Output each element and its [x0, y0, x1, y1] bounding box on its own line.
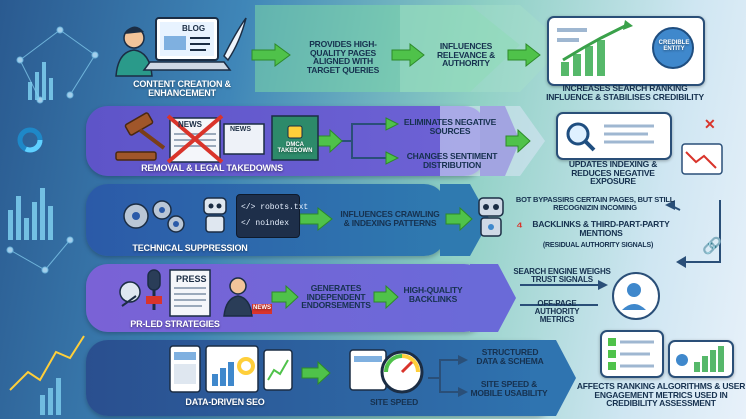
row1-outcome: Increases search ranking influence & sta…: [546, 83, 704, 102]
credible-entity-monitor: CREDIBLE ENTITY: [547, 16, 705, 86]
row4-right-1: Search engine weighs trust signals: [513, 267, 611, 284]
pr-icons: PRESS NEWS: [112, 266, 272, 318]
row1-step-2: Influences relevance & authority: [436, 41, 496, 68]
row3-side-note: Bot bypassirs certain pages, but still r…: [515, 195, 675, 212]
row4-step-1: Generates independent endorsements: [301, 283, 371, 310]
row3-side-sub: (Residual authority signals): [542, 242, 654, 249]
code-line-1: </> robots.txt: [241, 203, 309, 212]
declining-chart-icon: [681, 143, 723, 175]
row4-source-label: PR-Led Strategies: [130, 319, 220, 329]
gears-icon: [118, 196, 188, 236]
news-label-2: NEWS: [230, 126, 251, 133]
red-link-icon: ⁴: [516, 218, 523, 234]
row2-source-label: Removal & Legal Takedowns: [141, 163, 283, 173]
row1-source-label: Content Creation & Enhancement: [133, 79, 231, 98]
row2-step-2: Changes sentiment distribution: [406, 151, 498, 170]
news-label-1: NEWS: [178, 120, 202, 129]
row4-step-2: High-quality backlinks: [403, 285, 463, 304]
row5-branch-1: Structured data & schema: [476, 347, 544, 366]
blog-label: BLOG: [182, 24, 206, 33]
chain-link-icon: 🔗: [702, 238, 722, 255]
dashboard-devices-icon: [169, 344, 294, 394]
pr-news-label: NEWS: [253, 305, 271, 311]
row5-step-1: Site speed: [369, 397, 419, 407]
press-label: PRESS: [176, 274, 207, 284]
side-robot-icon: [474, 194, 508, 244]
row2-outcome: Updates indexing & reduces negative expo…: [568, 159, 658, 186]
user-profile-icon: [612, 272, 660, 320]
robots-code-card: </> robots.txt </ noindex: [236, 194, 308, 238]
robot-icon: [200, 194, 230, 238]
row2-icons: NEWS NEWS DMCA TAKEDOWN: [112, 112, 322, 164]
credible-entity-badge: CREDIBLE ENTITY: [658, 40, 690, 53]
code-line-2: </ noindex: [241, 219, 290, 228]
row2-step-1: Eliminates negative sources: [403, 117, 497, 136]
checklist-icon: [600, 330, 664, 378]
red-x-icon: ✕: [704, 116, 716, 132]
row5-source-label: Data-Driven SEO: [185, 397, 265, 407]
row5-outcome: Affects ranking algorithms & user engage…: [576, 381, 746, 408]
dmca-label: DMCA TAKEDOWN: [277, 142, 313, 154]
search-monitor-icon: [556, 112, 672, 160]
row1-step-1: Provides high-quality pages aligned with…: [306, 39, 380, 75]
row3-step-1: Influences crawling & indexing patterns: [340, 209, 440, 228]
row4-right-2: Off-page authority metrics: [534, 299, 580, 324]
content-creator-illustration: BLOG: [112, 12, 250, 80]
engagement-chart-icon: [668, 340, 734, 378]
speedometer-icon: [349, 346, 430, 394]
row5-branch-2: Site speed & mobile usability: [470, 379, 548, 398]
row3-source-label: Technical Suppression: [132, 243, 248, 253]
row3-side-title: Backlinks & third-part-party mentions: [532, 219, 670, 238]
